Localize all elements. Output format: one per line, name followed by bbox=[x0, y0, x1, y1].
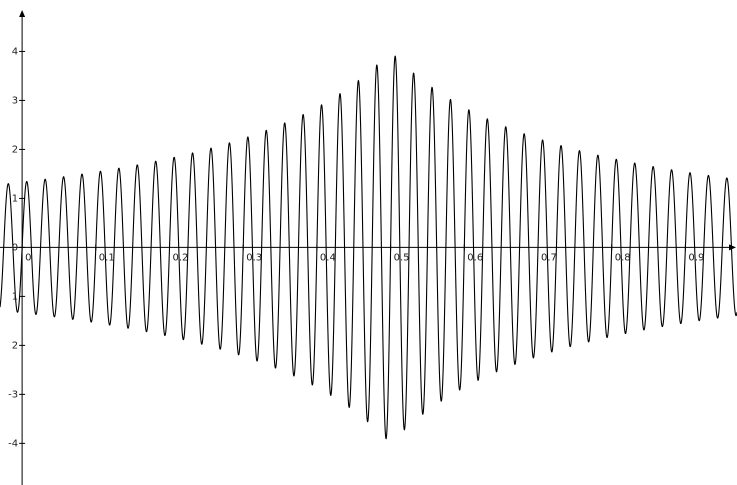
y-axis-arrow-icon bbox=[19, 10, 26, 17]
y-tick-label: -3 bbox=[8, 389, 18, 400]
x-tick-label: 0.9 bbox=[688, 252, 704, 263]
x-tick-label: 0.7 bbox=[541, 252, 557, 263]
series-line bbox=[0, 55, 737, 440]
y-tick-label: 0 bbox=[12, 242, 18, 253]
y-tick-label: 2 bbox=[12, 144, 18, 155]
y-tick-label: -4 bbox=[8, 438, 18, 449]
tick-labels: 0 0.1 0.2 0.3 0.4 0.5 0.6 0.7 0.8 0.9 4 3 2 1 0 1 2 -3 -4 bbox=[8, 46, 704, 449]
y-tick-label: 3 bbox=[12, 95, 18, 106]
y-tick-label: 1 bbox=[12, 291, 18, 302]
x-tick-label: 0.6 bbox=[467, 252, 483, 263]
axes bbox=[0, 10, 736, 485]
x-tick-label: 0 bbox=[25, 252, 31, 263]
x-tick-label: 0.4 bbox=[320, 252, 336, 263]
x-axis-arrow-icon bbox=[729, 244, 736, 251]
x-tick-label: 0.5 bbox=[394, 252, 410, 263]
x-tick-label: 0.8 bbox=[615, 252, 631, 263]
y-tick-label: 4 bbox=[12, 46, 18, 57]
series-layer bbox=[0, 55, 737, 440]
x-tick-label: 0.2 bbox=[173, 252, 189, 263]
x-tick-label: 0.1 bbox=[99, 252, 115, 263]
y-tick-label: 1 bbox=[12, 193, 18, 204]
x-tick-label: 0.3 bbox=[246, 252, 262, 263]
y-tick-label: 2 bbox=[12, 340, 18, 351]
